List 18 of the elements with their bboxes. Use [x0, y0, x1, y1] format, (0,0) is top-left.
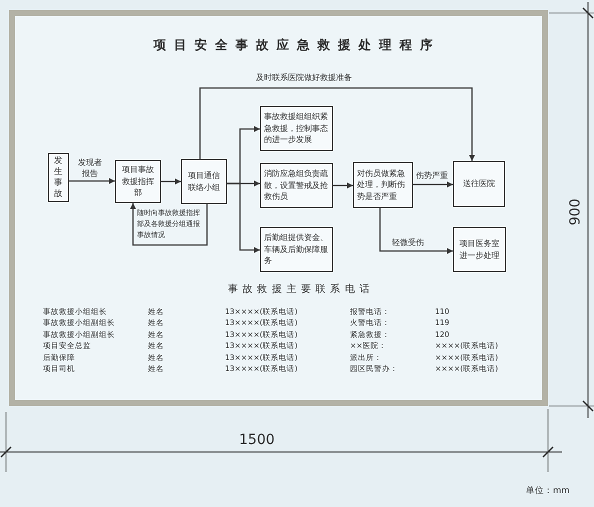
edge-label: 轻微受伤 [392, 237, 424, 248]
arrow [161, 178, 181, 184]
arrow [333, 182, 353, 188]
dimension-value: 1500 [239, 432, 275, 448]
edge-label: 发现者报告 [77, 157, 103, 179]
arrow [227, 182, 260, 253]
arrow [379, 208, 453, 254]
diagram-title: 项目安全事故应急救援处理程序 [154, 37, 440, 52]
event-box: 发生事故 [48, 153, 69, 202]
table-title: 事故救援主要联系电话 [228, 283, 374, 296]
unit-note: 单位：mm [526, 486, 570, 497]
arrow [130, 203, 208, 246]
edge-label: 及时联系医院做好救援准备 [256, 72, 352, 83]
arrow [413, 182, 453, 188]
arrow [69, 178, 115, 184]
arrow [199, 87, 475, 161]
dimension-value: 900 [567, 198, 584, 226]
edge-label: 伤势严重 [416, 170, 448, 181]
